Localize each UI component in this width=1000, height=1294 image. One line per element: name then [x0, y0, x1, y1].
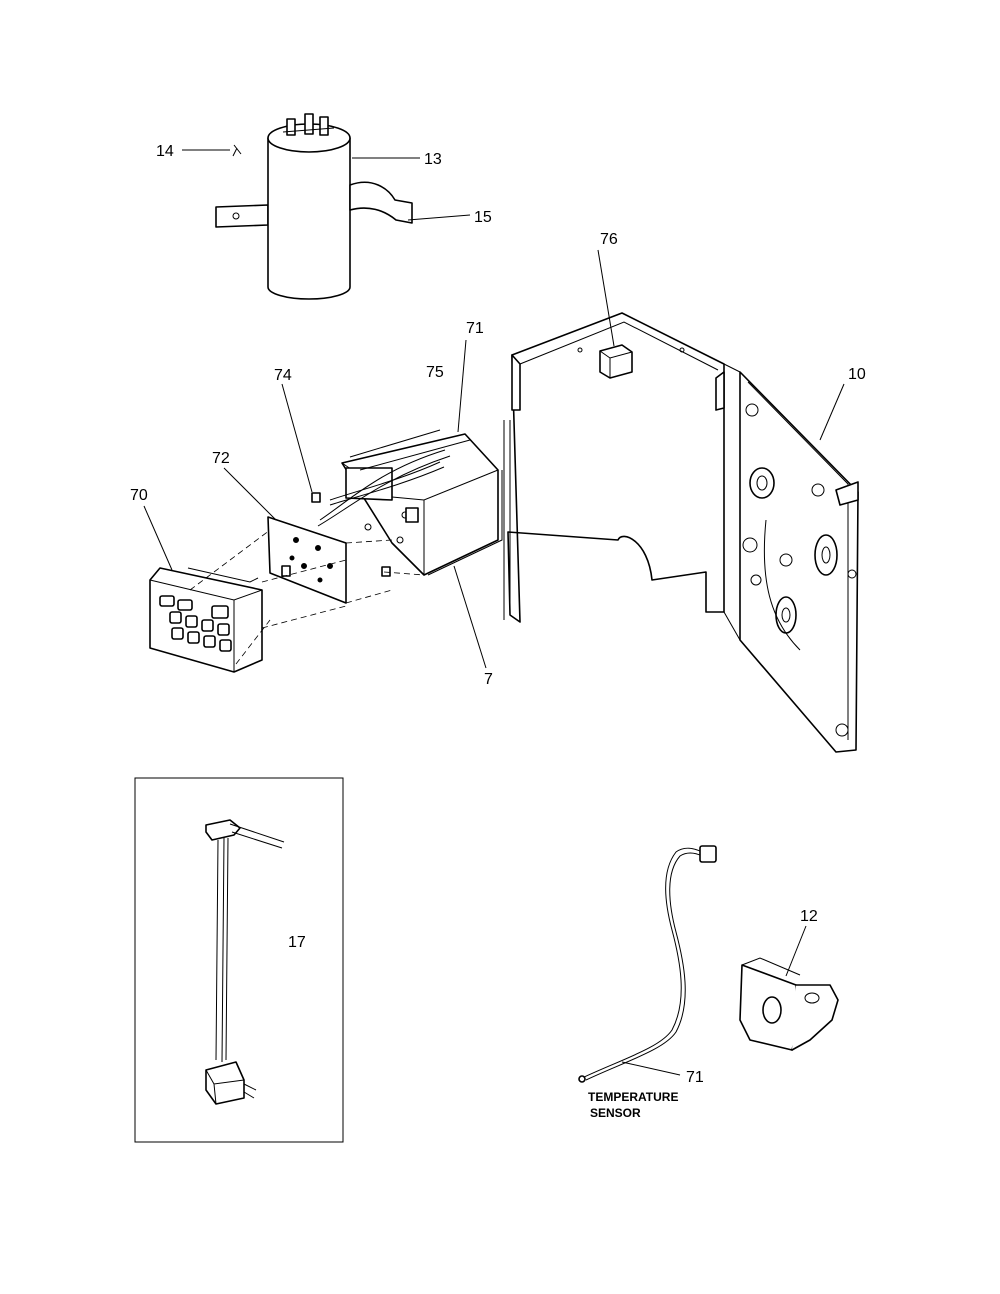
leader-72 — [223, 467, 277, 521]
callout-17: 17 — [288, 934, 306, 951]
callout-12: 12 — [800, 908, 818, 925]
mounting-panel — [503, 312, 725, 623]
capacitor-strap-left — [215, 204, 269, 228]
callout-10: 10 — [848, 366, 866, 383]
leader-70 — [143, 505, 173, 571]
callout-71-sensor: 71 — [686, 1069, 704, 1086]
control-panel — [149, 567, 263, 673]
callout-76: 76 — [600, 231, 618, 248]
callout-71-top: 71 — [466, 320, 484, 337]
sensor-caption-line1: TEMPERATURE — [588, 1090, 678, 1104]
leader-71-top — [457, 339, 467, 433]
power-cord — [205, 819, 285, 1105]
temperature-sensor — [578, 845, 717, 1083]
screw — [311, 492, 321, 503]
callout-15: 15 — [474, 209, 492, 226]
capacitor-body — [267, 137, 351, 300]
callout-72: 72 — [212, 450, 230, 467]
leader-74 — [281, 383, 313, 493]
leader-15 — [407, 214, 471, 221]
bracket-12 — [739, 957, 839, 1051]
capacitor-bracket — [349, 181, 413, 224]
callout-7: 7 — [484, 671, 493, 688]
callout-75: 75 — [426, 364, 444, 381]
control-box — [329, 429, 503, 576]
leader-71-sensor — [621, 1061, 681, 1076]
leader-7 — [453, 565, 487, 669]
callout-74: 74 — [274, 367, 292, 384]
callout-14: 14 — [156, 143, 174, 160]
callout-70: 70 — [130, 487, 148, 504]
power-cord-frame — [134, 777, 344, 1143]
mounting-panel-sheet — [507, 312, 725, 623]
side-panel — [723, 363, 859, 753]
circuit-board — [267, 516, 347, 604]
wire-harness — [317, 449, 451, 527]
circuit-board-plate — [267, 516, 347, 604]
leader-12 — [785, 925, 807, 977]
leader-76 — [597, 249, 615, 347]
control-box-body — [341, 433, 499, 576]
relay-76 — [599, 344, 633, 379]
screw — [381, 566, 391, 577]
side-panel-sheet — [739, 371, 859, 753]
leader-10 — [819, 383, 845, 441]
clip — [232, 144, 242, 157]
sensor-caption-line2: SENSOR — [590, 1106, 641, 1120]
callout-13: 13 — [424, 151, 442, 168]
capacitor — [215, 113, 413, 300]
